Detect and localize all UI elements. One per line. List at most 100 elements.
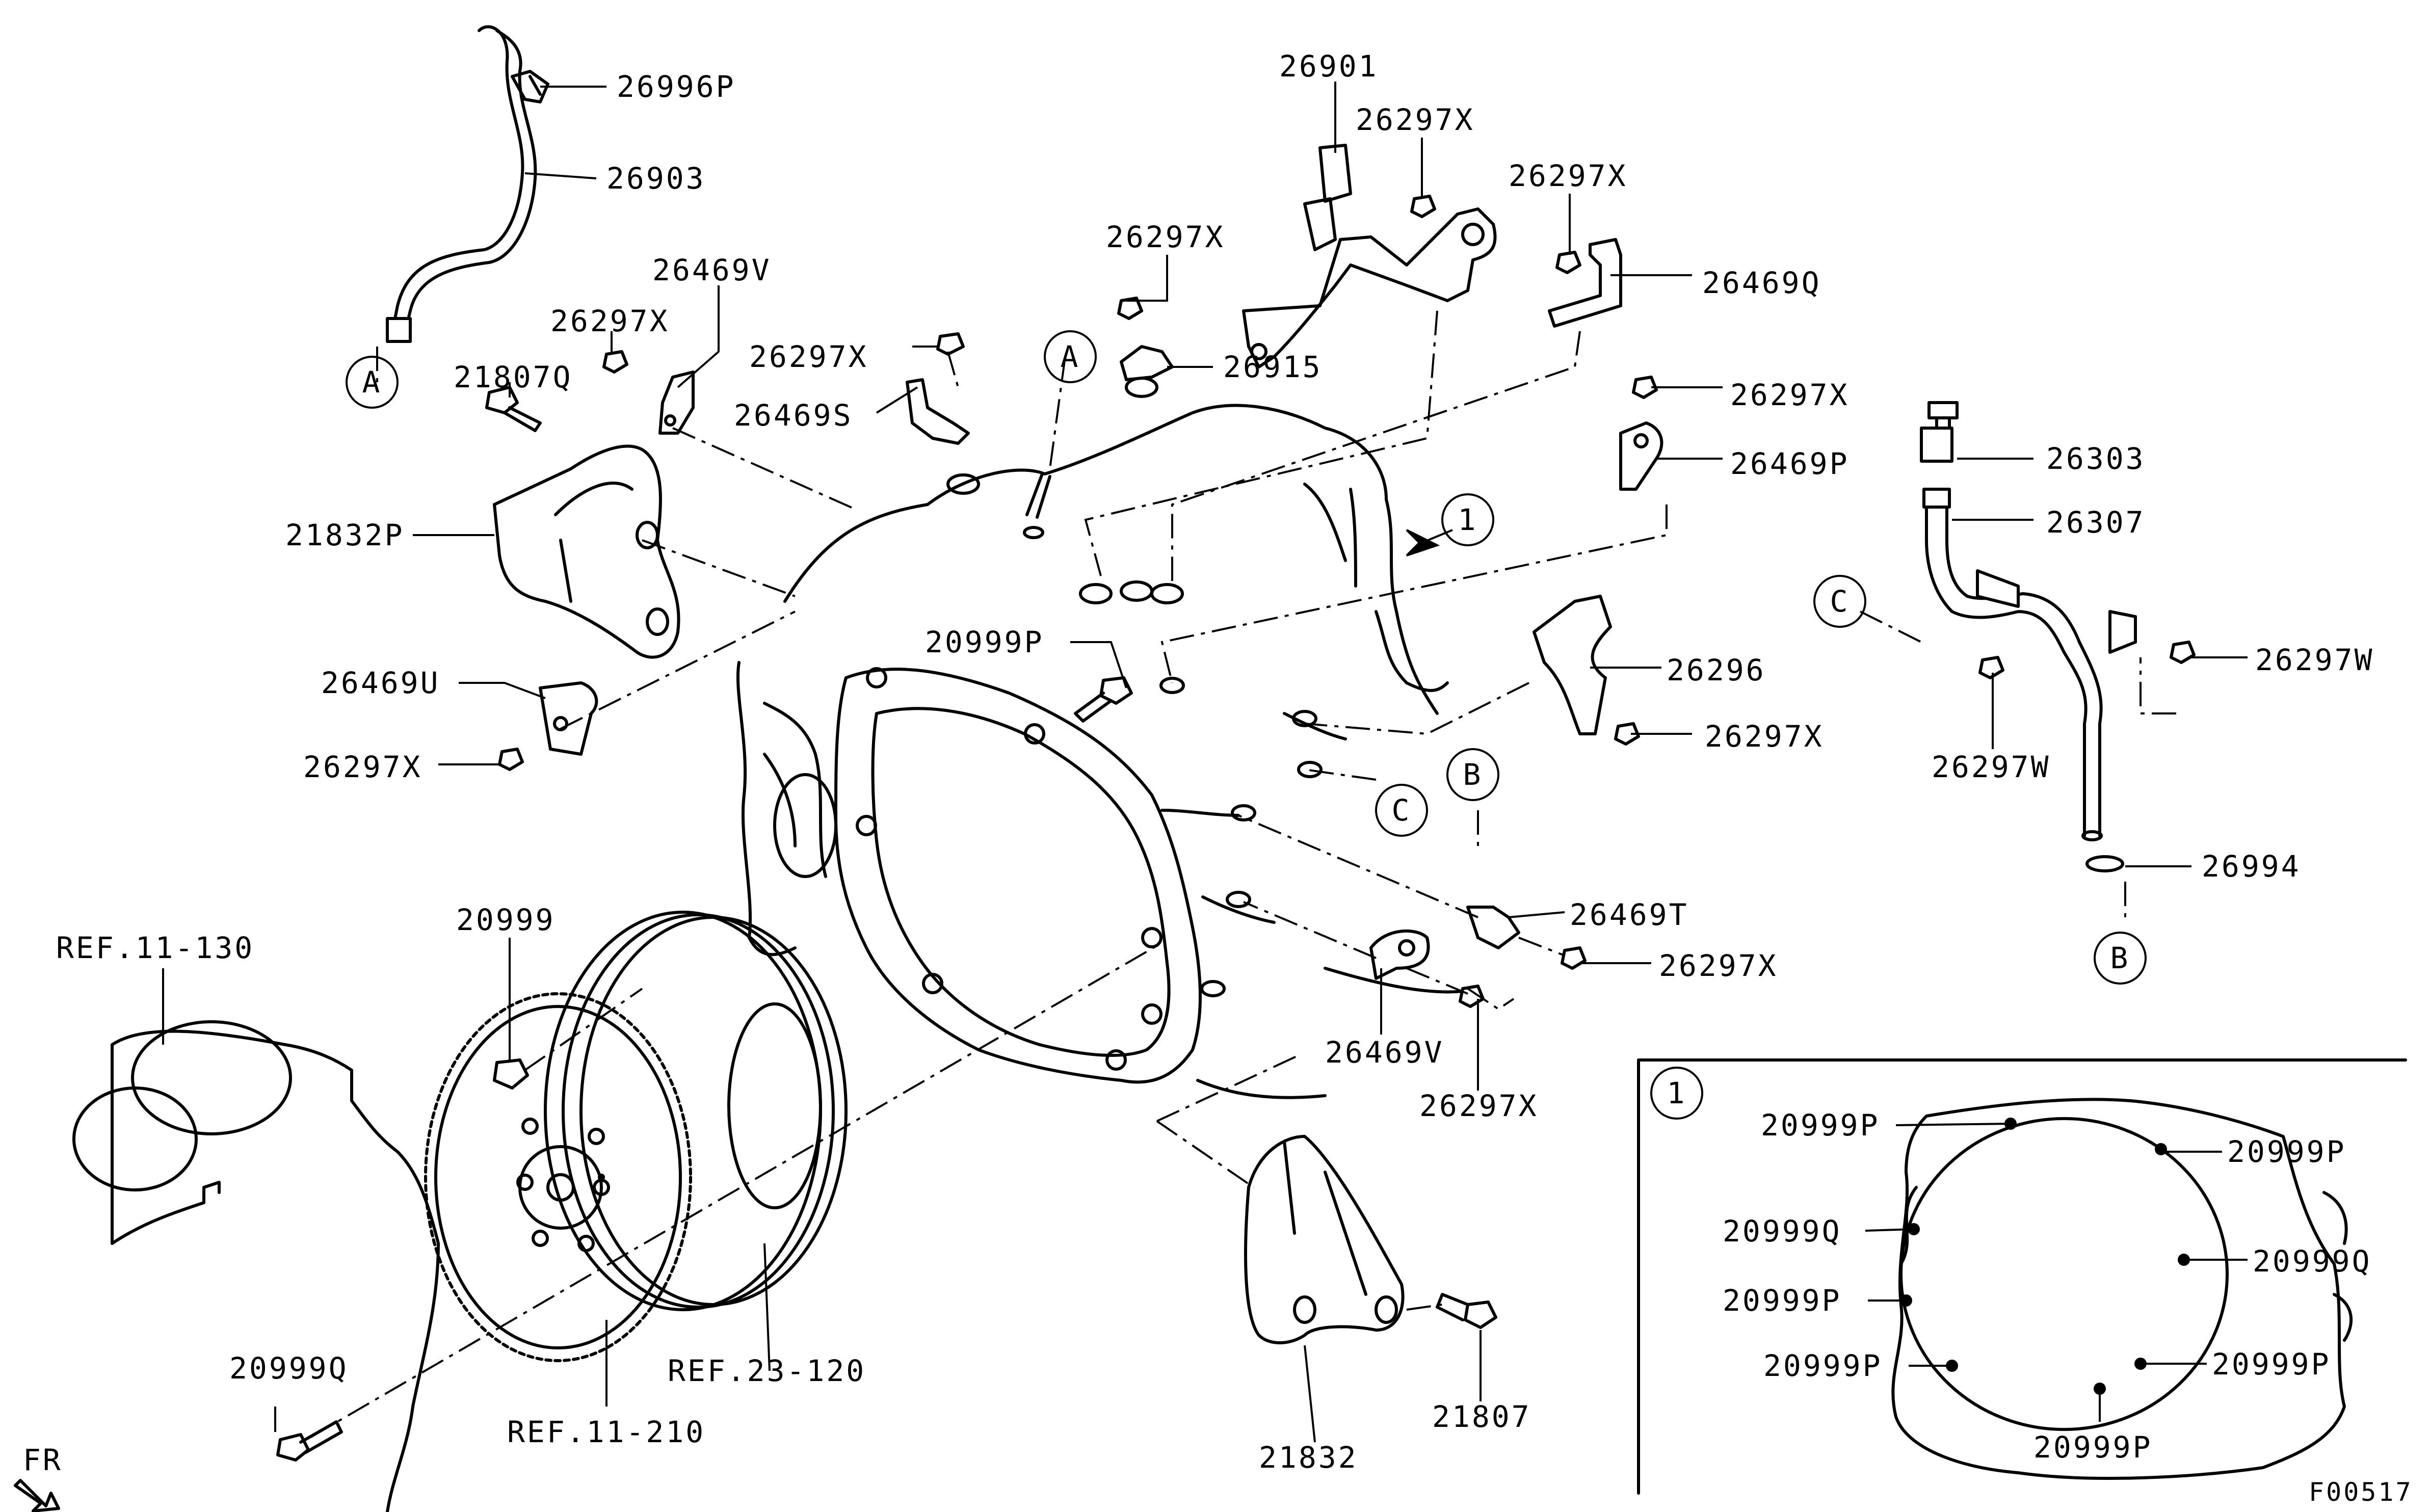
bracket-21832P	[493, 444, 680, 659]
transmission-case	[736, 377, 1480, 1099]
label-21807Q: 21807Q	[454, 360, 573, 394]
inset-label-20999P-6: 20999P	[2033, 1430, 2153, 1465]
o-ring-26994	[2085, 855, 2124, 872]
leader-lines	[162, 82, 2248, 1443]
callout-c-right-label: C	[1830, 584, 1850, 619]
bolt-26297X-r1	[1632, 376, 1658, 399]
hose-clip-26996P	[511, 70, 549, 103]
label-20999Q: 20999Q	[229, 1351, 349, 1386]
bolt-26297X-top2	[1555, 251, 1581, 274]
bolt-26297X-left	[602, 350, 628, 374]
front-arrow-icon	[14, 1479, 60, 1512]
label-ref23-120: REF.23-120	[668, 1354, 866, 1388]
callout-a-top	[346, 356, 399, 409]
label-26469P: 26469P	[1730, 446, 1850, 481]
label-26297X-r3: 26297X	[1659, 948, 1778, 983]
label-26994: 26994	[2202, 849, 2301, 884]
front-label: FR	[23, 1443, 63, 1477]
label-26297W-b: 26297W	[1932, 750, 2051, 784]
callout-b-mid	[1446, 748, 1499, 801]
label-26469S: 26469S	[734, 398, 853, 433]
label-26297X-r1: 26297X	[1730, 378, 1850, 412]
bolt-20999	[493, 1058, 529, 1090]
bolt-21807	[1436, 1293, 1497, 1329]
label-26297X-left: 26297X	[550, 304, 670, 338]
bracket-26469P	[1619, 421, 1663, 491]
label-26297X-r2: 26297X	[1705, 719, 1824, 754]
label-26901: 26901	[1279, 49, 1379, 84]
bolt-26297X-lb	[498, 748, 524, 771]
callout-c-mid	[1375, 784, 1428, 837]
label-26469V-b: 26469V	[1325, 1035, 1444, 1070]
bolt-26297X-r2	[1614, 722, 1640, 746]
label-20999P-mid: 20999P	[925, 625, 1044, 659]
label-26996P: 26996P	[617, 69, 736, 104]
label-26303: 26303	[2046, 441, 2146, 476]
inset-label-20999P-2: 20999P	[2227, 1134, 2346, 1169]
label-26297X-mid1: 26297X	[1106, 220, 1225, 254]
callout-a-mid	[1044, 330, 1097, 383]
bolt-20999Q	[276, 1420, 343, 1462]
label-26469Q: 26469Q	[1702, 266, 1821, 300]
label-26297X-lb: 26297X	[303, 750, 422, 784]
inset-callout-one-label: 1	[1667, 1076, 1687, 1110]
torque-converter	[544, 911, 848, 1311]
label-26469U: 26469U	[321, 666, 440, 700]
figure-code: F00517	[2309, 1477, 2413, 1507]
drive-plate	[424, 992, 692, 1362]
bolt-26297W-b	[1978, 656, 2004, 679]
dipstick-stub	[1025, 472, 1051, 519]
label-26297X-b: 26297X	[1419, 1089, 1539, 1123]
label-ref11-130: REF.11-130	[56, 931, 254, 965]
label-26297X-s: 26297X	[749, 339, 868, 374]
bracket-26469V-bottom	[1369, 929, 1430, 980]
inset-callout-one	[1650, 1067, 1703, 1120]
callout-a-mid-label: A	[1061, 339, 1080, 374]
inset-label-20999P-3: 20999P	[1723, 1283, 1842, 1318]
part-labels: 26996P 26903 26901 26297X 26297X 26297X …	[56, 49, 2374, 1475]
label-26915: 26915	[1223, 350, 1323, 384]
bracket-26296	[1533, 595, 1612, 735]
engine-block-ref	[72, 1020, 440, 1512]
label-ref11-210: REF.11-210	[507, 1415, 705, 1449]
callout-b-right	[2094, 932, 2147, 985]
callout-a-top-label: A	[362, 365, 382, 400]
label-26469T: 26469T	[1570, 897, 1689, 932]
inset-label-20999P-4: 20999P	[1763, 1348, 1883, 1383]
label-26296: 26296	[1667, 653, 1766, 687]
callout-c-mid-label: C	[1392, 793, 1412, 828]
callout-b-mid-label: B	[1463, 757, 1483, 792]
callout-b-right-label: B	[2110, 941, 2130, 975]
label-26297X-top2: 26297X	[1509, 158, 1628, 193]
label-26469V-top: 26469V	[652, 253, 772, 287]
inset-detail-1: 1 20999P 20999P 20999Q 20999Q 20999P 209…	[1637, 1058, 2407, 1495]
callout-one-label: 1	[1458, 502, 1478, 537]
bracket-21832	[1244, 1135, 1405, 1344]
label-26297X-top: 26297X	[1356, 102, 1475, 137]
oil-dipstick-tube	[1920, 401, 2137, 841]
front-direction: FR	[14, 1443, 63, 1512]
label-21832: 21832	[1259, 1440, 1358, 1475]
label-21832P: 21832P	[285, 518, 405, 552]
label-20999: 20999	[456, 903, 556, 937]
assembly-lines	[310, 310, 2176, 1438]
bracket-26469Q	[1548, 238, 1622, 328]
bracket-26469T	[1466, 906, 1520, 949]
inset-label-20999Q-1: 20999Q	[1723, 1214, 1842, 1249]
bracket-26901	[1242, 144, 1497, 368]
callout-c-right	[1813, 575, 1866, 628]
breather-hose-26903	[386, 25, 537, 343]
bolts	[276, 195, 2196, 1462]
callout-circles: A A 1 B C C B	[346, 330, 2147, 985]
bracket-26469S	[906, 378, 970, 445]
bolt-26297X-s	[936, 332, 965, 356]
label-26903: 26903	[606, 161, 706, 196]
bolt-26297X-top	[1410, 195, 1436, 218]
inset-label-20999P-1: 20999P	[1761, 1108, 1880, 1143]
label-26297W-r: 26297W	[2255, 643, 2374, 677]
bracket-26469U	[539, 681, 598, 756]
label-26307: 26307	[2046, 505, 2146, 540]
bolt-26297X-mid	[1117, 297, 1143, 320]
